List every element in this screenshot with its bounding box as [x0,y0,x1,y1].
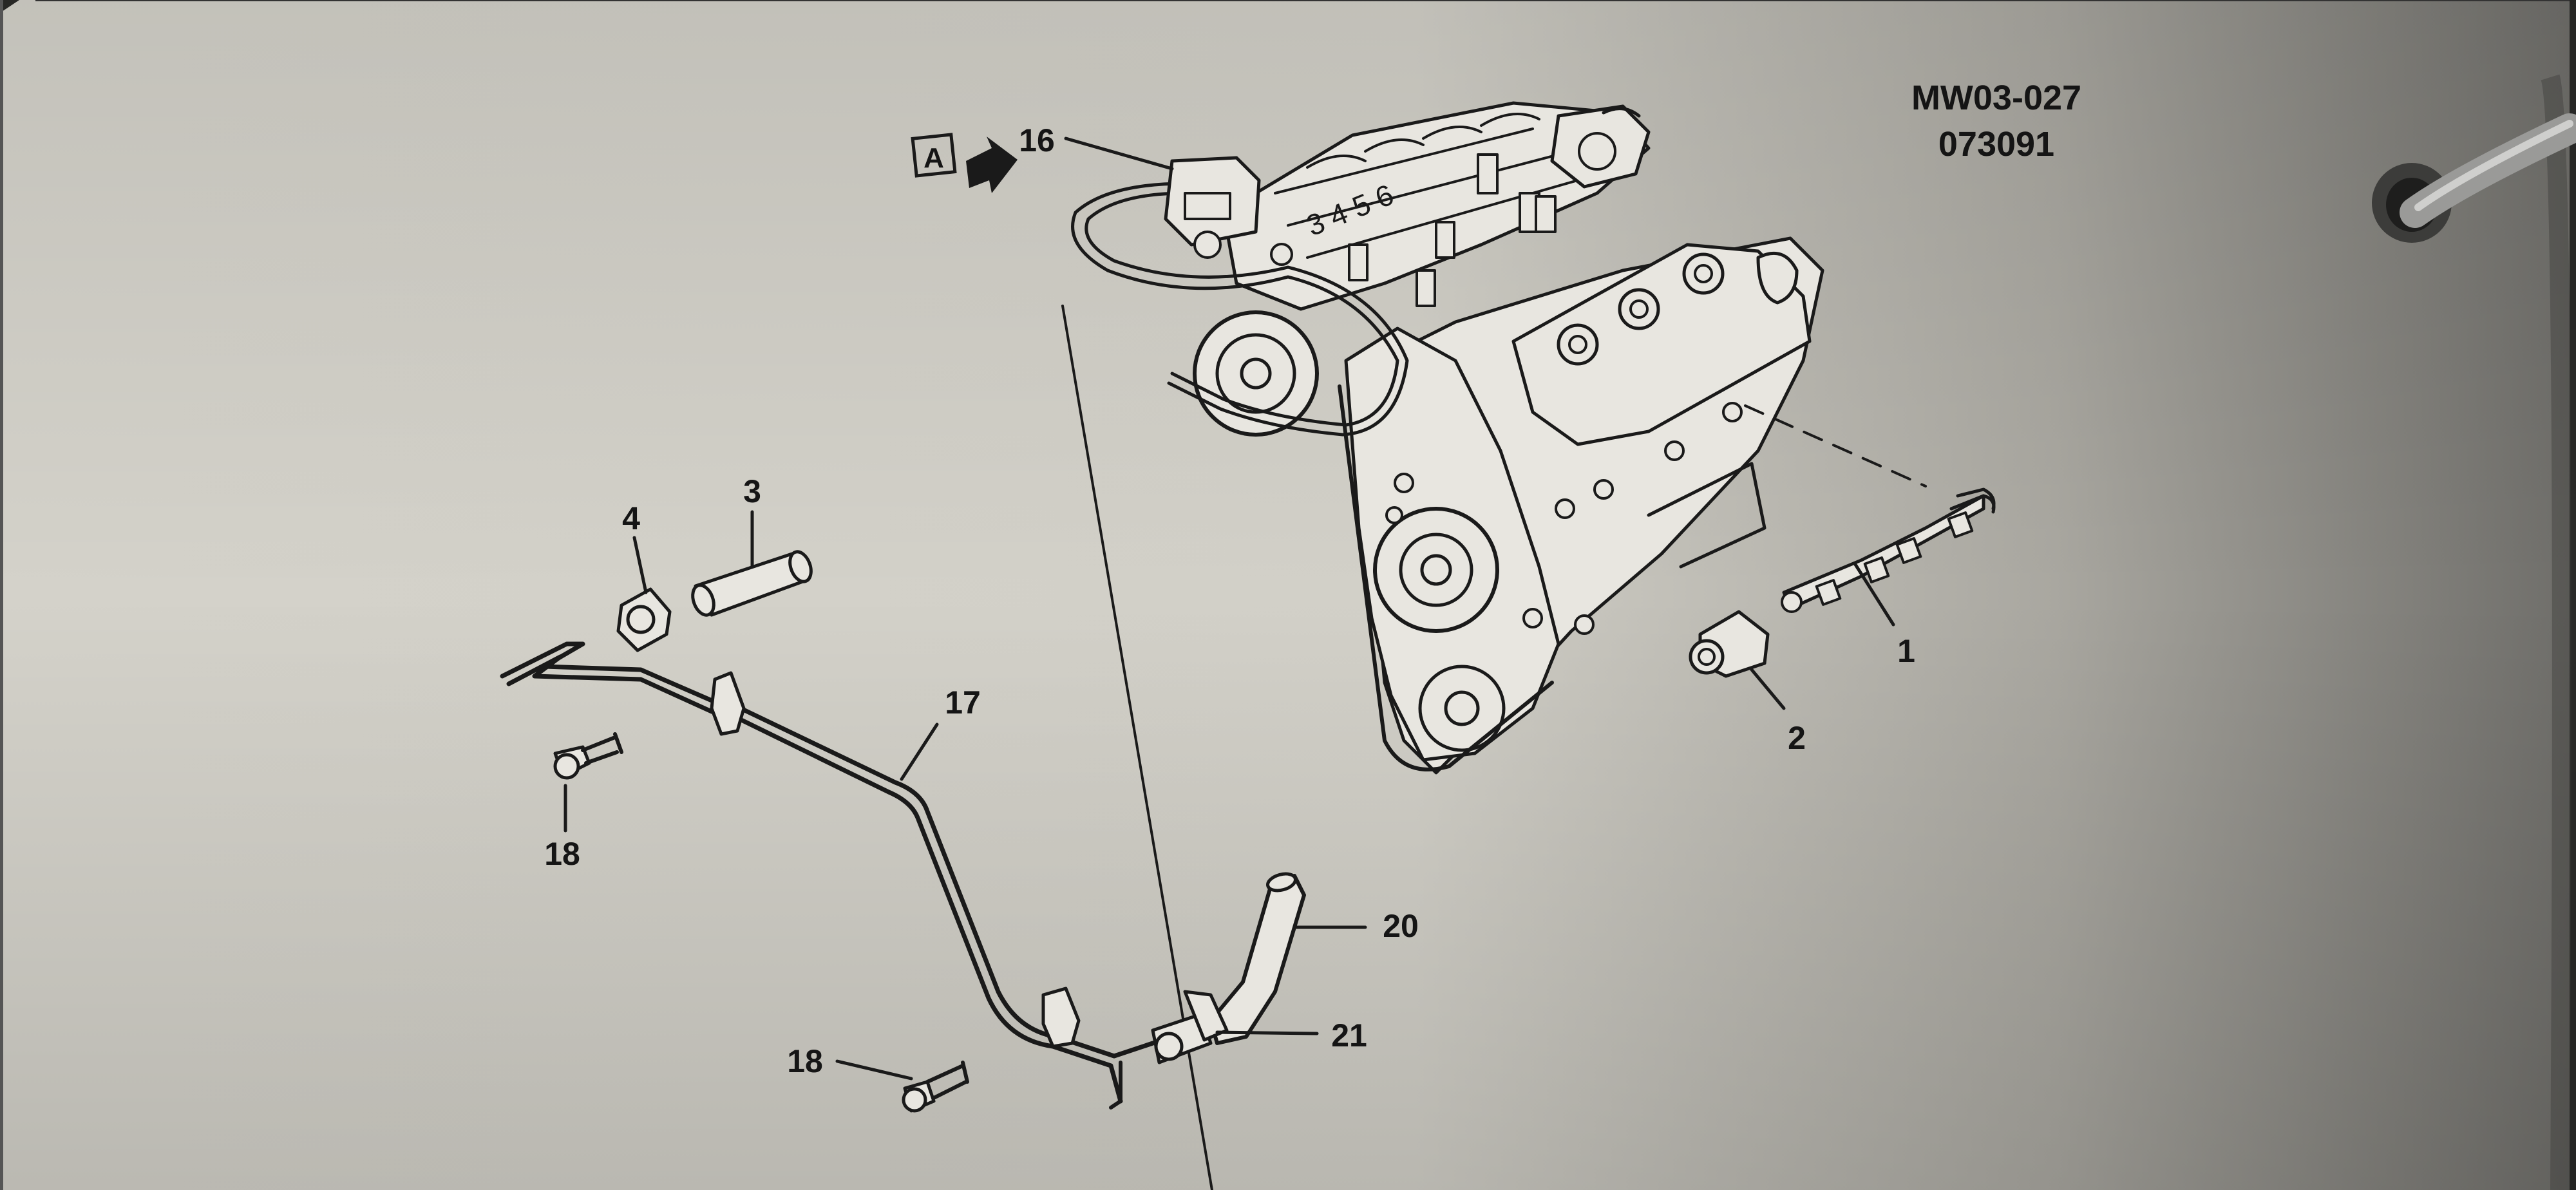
binder-ring [2372,113,2576,243]
part-20-hose [1209,872,1306,1045]
part-1-fuel-rail [1781,487,1996,613]
view-a-letter: A [923,142,944,174]
drawing-date: 073091 [1938,125,2054,164]
block-bolts [1385,402,1743,635]
view-arrow-icon [966,137,1018,193]
part-21-connector [1151,990,1229,1064]
part-2-pressure-sensor [1689,610,1770,678]
manifold-studs [1348,153,1557,307]
part-18-bolt-lower [902,1061,969,1113]
leader-lines [564,137,1895,1081]
part-18-bolt-upper [553,732,623,780]
callout-2: 2 [1788,720,1806,756]
part-3-sleeve [691,550,813,617]
callout-16: 16 [1019,122,1055,158]
part-4-nut [616,587,672,652]
drawing-code: MW03-027 [1911,79,2081,117]
callout-20: 20 [1383,908,1419,944]
engine-assembly: 3 4 5 6 [1071,101,1927,775]
callout-3: 3 [743,473,761,509]
callout-18-upper: 18 [544,836,580,872]
view-a-marker: A [911,133,1018,193]
part-17-fuel-pipe [500,641,1155,1110]
callout-4: 4 [622,500,640,536]
callout-17: 17 [945,685,981,721]
callout-1: 1 [1897,633,1915,669]
callout-21: 21 [1331,1017,1367,1053]
callout-18-lower: 18 [787,1043,823,1079]
